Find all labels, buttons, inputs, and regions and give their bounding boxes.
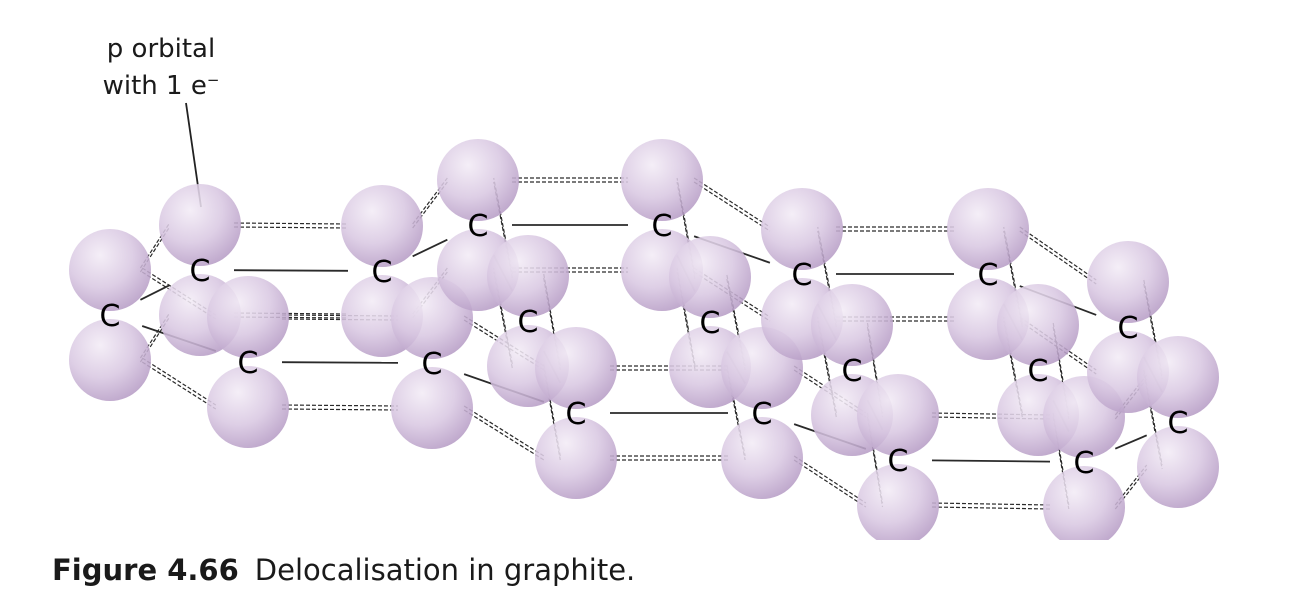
p-orbital-upper-lobe: [857, 374, 939, 456]
delocalised-overlap-line: [463, 409, 545, 461]
p-orbital-label-text: with 1 e: [102, 71, 207, 101]
p-orbital-upper-lobe: [761, 188, 843, 270]
p-orbital-lower-lobe: [1137, 426, 1219, 508]
carbon-symbol: C: [518, 305, 539, 340]
delocalised-overlap-line: [676, 181, 696, 280]
delocalised-overlap-line: [793, 455, 867, 504]
p-orbital-upper-lobe: [535, 327, 617, 409]
p-orbital-lower-lobe: [207, 366, 289, 448]
carbon-symbol: C: [752, 397, 773, 432]
carbon-symbol: C: [888, 444, 909, 479]
p-orbital-upper-lobe: [997, 284, 1079, 366]
carbon-symbol: C: [1168, 406, 1189, 441]
carbon-symbol: C: [1074, 446, 1095, 481]
delocalised-overlap-line: [676, 177, 696, 276]
delocalised-overlap-line: [676, 271, 696, 370]
sigma-bond-line: [281, 361, 399, 364]
delocalised-overlap-line: [1019, 226, 1097, 281]
carbon-symbol: C: [468, 209, 489, 244]
figure-number: Figure 4.66: [52, 553, 239, 587]
p-orbital-lower-lobe: [1043, 466, 1125, 540]
sigma-bond-line: [233, 269, 349, 272]
carbon-atom: C: [69, 229, 151, 401]
delocalised-overlap-line: [141, 357, 217, 406]
figure-caption-text: Delocalisation in graphite.: [254, 553, 636, 587]
carbon-symbol: C: [190, 254, 211, 289]
p-orbital-upper-lobe: [1087, 241, 1169, 323]
delocalised-overlap-line: [931, 506, 1051, 510]
delocalised-overlap-line: [141, 361, 217, 410]
delocalised-overlap-line: [1019, 230, 1097, 285]
p-orbital-upper-lobe: [341, 185, 423, 267]
carbon-symbol: C: [372, 255, 393, 290]
delocalised-overlap-line: [693, 181, 771, 232]
delocalised-overlap-line: [793, 459, 867, 508]
carbon-symbol: C: [652, 209, 673, 244]
p-orbital-upper-lobe: [811, 284, 893, 366]
p-orbital-upper-lobe: [1137, 336, 1219, 418]
carbon-symbol: C: [238, 346, 259, 381]
delocalised-overlap-line: [233, 226, 349, 229]
sigma-bond-line: [412, 238, 448, 258]
delocalised-overlap-line: [463, 405, 545, 457]
electron-charge-sup: −: [206, 71, 220, 89]
delocalised-overlap-line: [676, 267, 696, 366]
carbon-symbol: C: [700, 306, 721, 341]
carbon-atom: C: [1043, 376, 1125, 540]
p-orbital-lower-lobe: [391, 367, 473, 449]
sigma-bond-line: [140, 284, 170, 301]
carbon-symbol: C: [792, 258, 813, 293]
p-orbital-upper-lobe: [621, 139, 703, 221]
graphite-diagram: C C C C C C C C C C C C C C C C C C C: [69, 102, 1219, 540]
p-orbital-upper-lobe: [437, 139, 519, 221]
carbon-symbol: C: [1118, 311, 1139, 346]
sigma-bond-line: [931, 459, 1051, 463]
p-orbital-upper-lobe: [947, 188, 1029, 270]
delocalised-overlap-line: [233, 222, 349, 225]
p-orbital-lower-lobe: [535, 417, 617, 499]
p-orbital-upper-lobe: [669, 236, 751, 318]
carbon-atom: C: [535, 327, 617, 499]
carbon-symbol: C: [100, 299, 121, 334]
delocalised-overlap-line: [281, 404, 399, 407]
p-orbital-label-line2: with 1 e−: [96, 65, 226, 102]
carbon-atom: C: [207, 276, 289, 448]
delocalised-overlap-line: [281, 408, 399, 411]
p-orbital-lower-lobe: [721, 417, 803, 499]
carbon-atom: C: [1137, 336, 1219, 508]
figure-caption: Figure 4.66 Delocalisation in graphite.: [52, 553, 635, 587]
p-orbital-lower-lobe: [69, 319, 151, 401]
p-orbital-label: p orbital with 1 e−: [96, 34, 226, 102]
carbon-symbol: C: [566, 397, 587, 432]
p-orbital-lower-lobe: [857, 464, 939, 540]
p-orbital-upper-lobe: [207, 276, 289, 358]
carbon-symbol: C: [842, 354, 863, 389]
carbon-symbol: C: [1028, 354, 1049, 389]
p-orbital-label-line1: p orbital: [106, 34, 216, 64]
p-orbital-upper-lobe: [487, 235, 569, 317]
p-orbital-upper-lobe: [69, 229, 151, 311]
carbon-atom: C: [857, 374, 939, 540]
delocalised-overlap-line: [931, 502, 1051, 506]
sigma-bond-line: [1114, 434, 1148, 450]
orbital-layer: C C C C C C C C C C C C C C C C C C C: [69, 139, 1219, 540]
p-orbital-upper-lobe: [159, 184, 241, 266]
delocalised-overlap-line: [693, 177, 771, 228]
carbon-symbol: C: [978, 258, 999, 293]
carbon-symbol: C: [422, 347, 443, 382]
